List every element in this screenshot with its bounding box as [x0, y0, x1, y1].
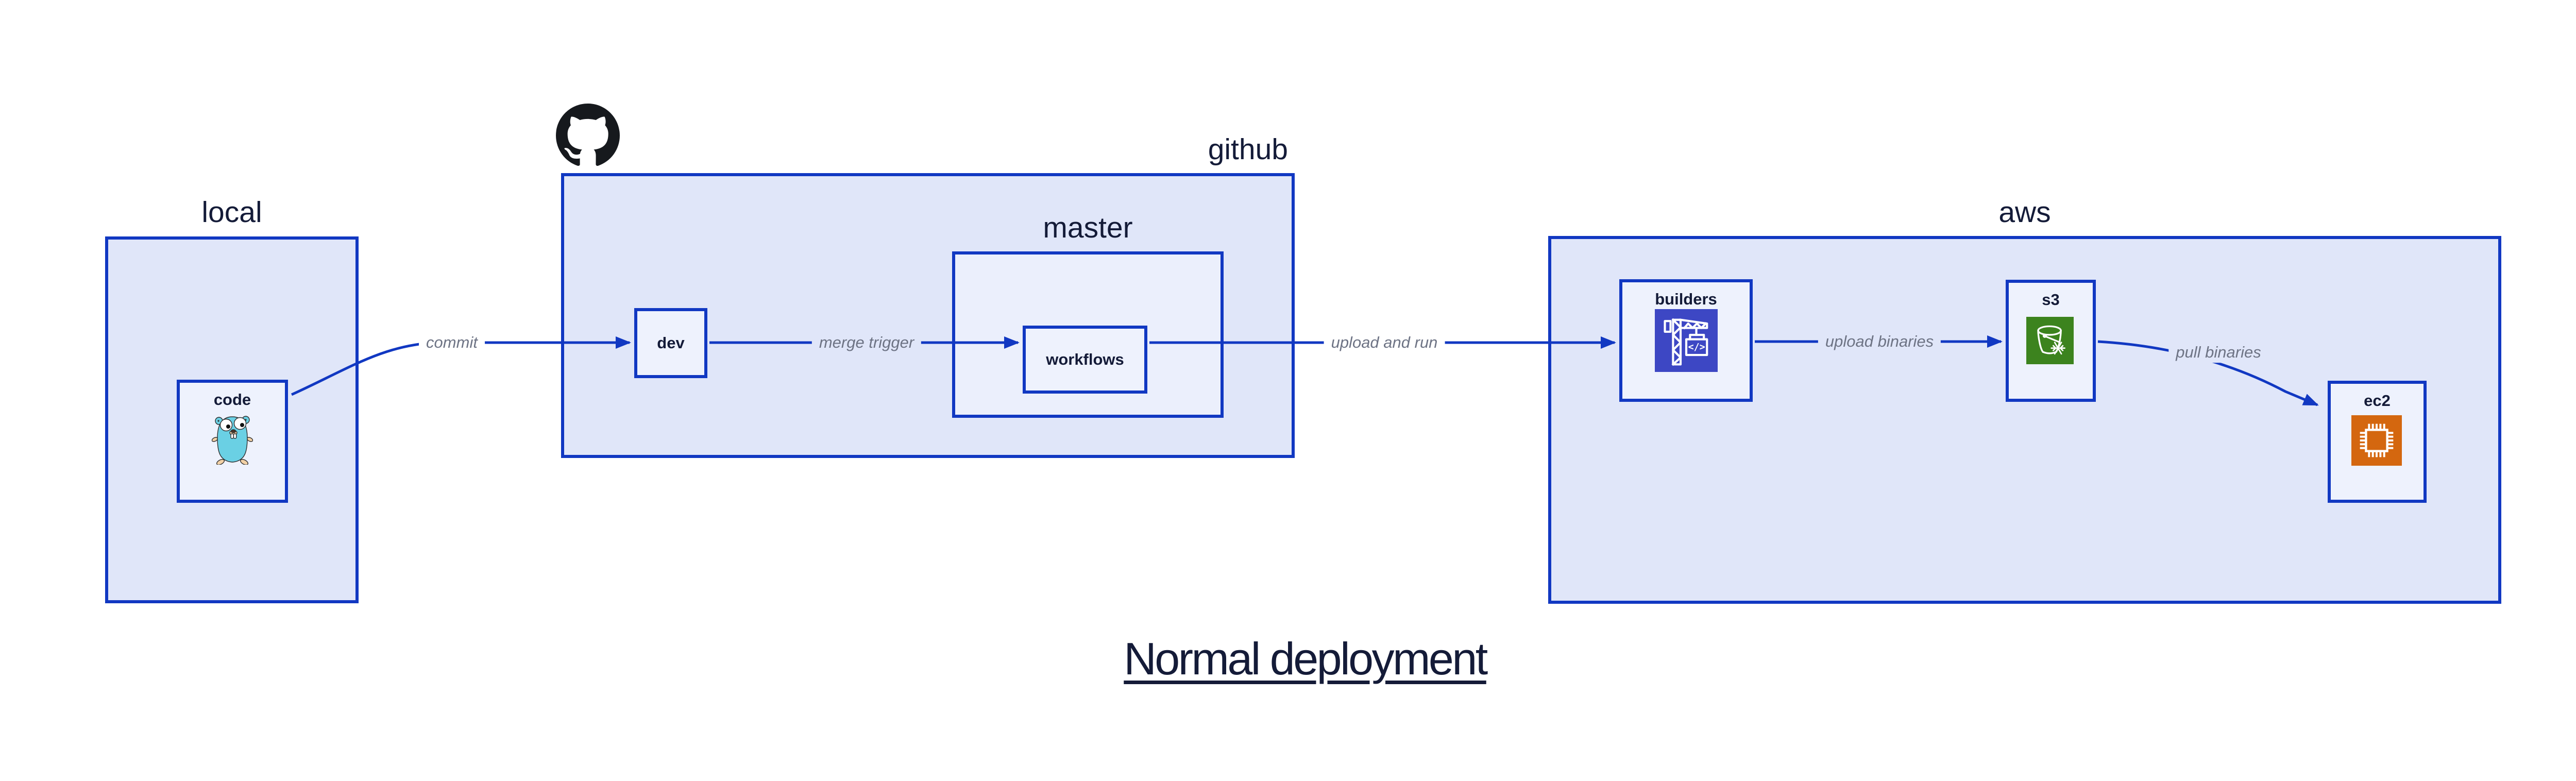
- code-node-label: code: [213, 390, 251, 409]
- dev-node-box: dev: [634, 308, 707, 378]
- github-octocat-icon: [556, 104, 620, 166]
- go-gopher-icon: [212, 416, 253, 465]
- edge-label-upload-binaries: upload binaries: [1818, 331, 1941, 352]
- workflows-node-box: workflows: [1023, 326, 1147, 394]
- dev-node-label: dev: [657, 334, 685, 352]
- s3-node-label: s3: [2042, 291, 2060, 309]
- aws-codebuild-icon: </>: [1655, 309, 1718, 372]
- edge-label-upload-and-run: upload and run: [1324, 332, 1445, 353]
- aws-ec2-chip-icon: [2351, 415, 2402, 466]
- svg-text:</>: </>: [1688, 342, 1705, 352]
- edge-label-commit: commit: [419, 332, 485, 353]
- ec2-node-label: ec2: [2364, 392, 2391, 410]
- local-group-label: local: [201, 196, 262, 229]
- diagram-title: Normal deployment: [1124, 633, 1488, 684]
- github-group-label: github: [1208, 133, 1288, 166]
- builders-node-label: builders: [1655, 290, 1717, 308]
- workflows-node-label: workflows: [1046, 350, 1124, 368]
- aws-s3-glacier-bucket-icon: [2026, 317, 2074, 364]
- aws-group-label: aws: [1998, 196, 2051, 229]
- master-group-label: master: [1043, 211, 1133, 244]
- edge-label-pull-binaries: pull binaries: [2168, 342, 2268, 363]
- edge-label-merge-trigger: merge trigger: [811, 332, 922, 353]
